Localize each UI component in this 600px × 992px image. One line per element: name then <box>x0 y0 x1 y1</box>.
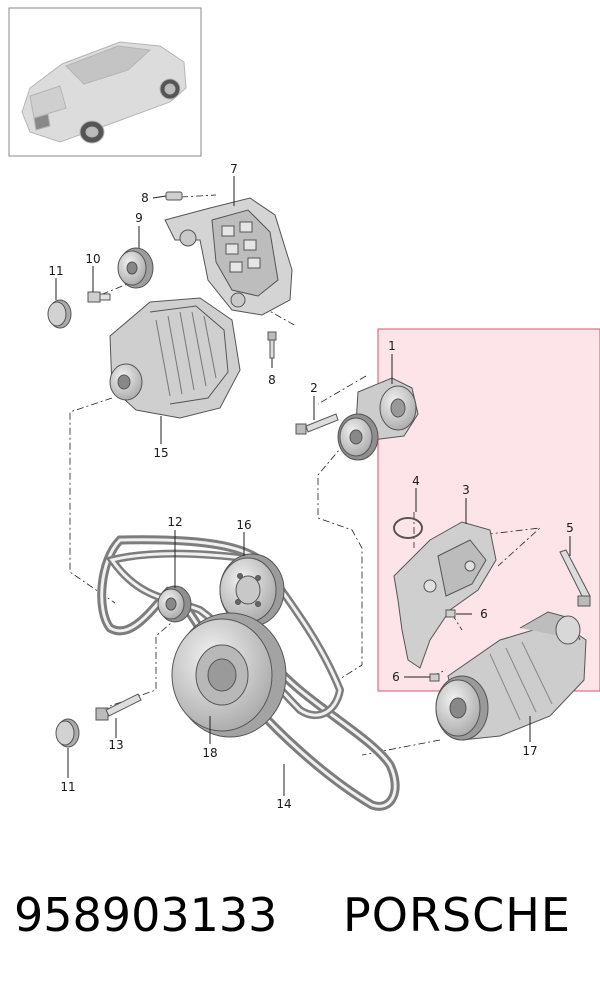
bolt-8-top <box>165 191 183 201</box>
suv-thumbnail-icon <box>21 41 187 144</box>
screw-6-lower <box>429 673 440 682</box>
o-ring-4 <box>393 517 423 539</box>
bolt-13 <box>95 693 142 721</box>
callout-4: 4 <box>412 474 420 488</box>
callout-5: 5 <box>566 521 574 535</box>
idler-pulley-9 <box>117 247 154 289</box>
pulley-16 <box>219 553 285 627</box>
callout-15: 15 <box>153 446 168 460</box>
alternator-15 <box>109 297 241 419</box>
poly-v-belt-12 <box>105 549 345 720</box>
screw-6-upper <box>445 609 456 618</box>
callout-6-lower: 6 <box>392 670 400 684</box>
vibration-damper-18 <box>171 612 287 738</box>
idler-pulley-12 <box>157 585 192 623</box>
callout-10: 10 <box>85 252 100 266</box>
callout-8-top: 8 <box>141 191 149 205</box>
callout-17: 17 <box>522 744 537 758</box>
cap-11-upper <box>47 299 72 329</box>
brand-name: PORSCHE <box>343 888 571 942</box>
bolt-10 <box>87 291 111 303</box>
bolt-2 <box>295 413 339 435</box>
leader-lines <box>55 176 571 796</box>
callout-13: 13 <box>108 738 123 752</box>
callout-3: 3 <box>462 483 470 497</box>
part-number: 958903133 <box>14 888 278 942</box>
callout-11-lower: 11 <box>60 780 75 794</box>
callout-16: 16 <box>236 518 251 532</box>
bolt-5 <box>559 549 591 607</box>
ac-compressor-17 <box>435 611 587 741</box>
cap-11-lower <box>55 718 80 748</box>
callout-7: 7 <box>230 162 238 176</box>
callout-8-lower: 8 <box>268 373 276 387</box>
callout-9: 9 <box>135 211 143 225</box>
belt-tensioner-1 <box>337 377 419 461</box>
bolt-8-lower <box>267 331 277 359</box>
callout-12: 12 <box>167 515 182 529</box>
callout-2: 2 <box>310 381 318 395</box>
callout-labels: 1 2 3 4 5 6 6 7 8 8 9 10 11 11 12 13 14 … <box>48 162 573 811</box>
bracket-7 <box>164 197 293 316</box>
callout-1: 1 <box>388 339 396 353</box>
callout-18: 18 <box>202 746 217 760</box>
callout-11-upper: 11 <box>48 264 63 278</box>
callout-6-upper: 6 <box>480 607 488 621</box>
callout-14: 14 <box>276 797 291 811</box>
vehicle-thumbnail <box>8 7 202 157</box>
